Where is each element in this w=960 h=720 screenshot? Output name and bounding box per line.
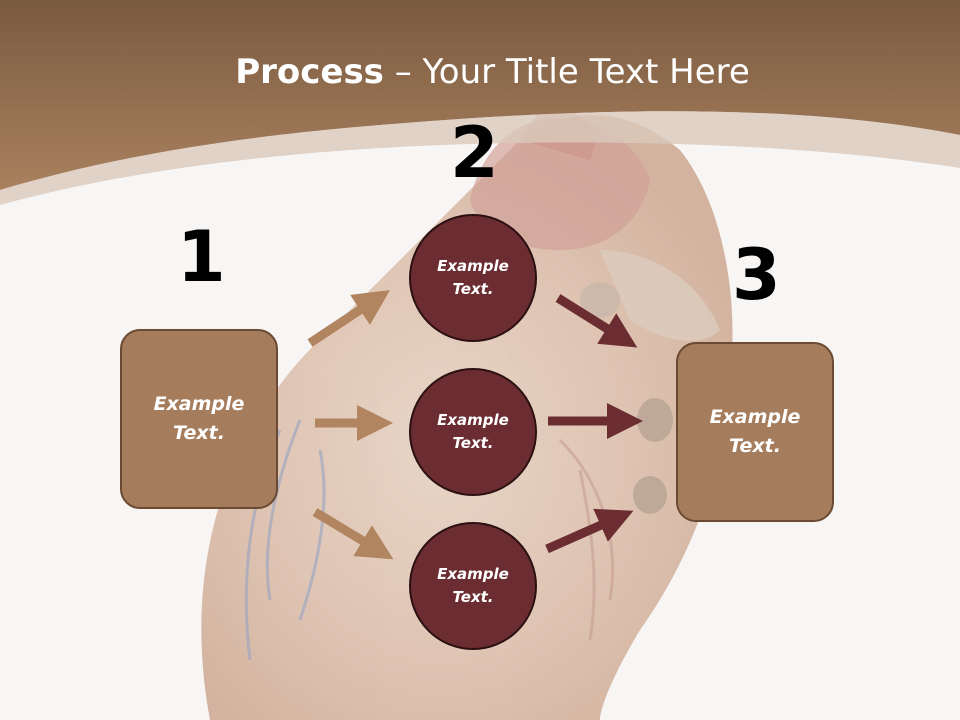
circle-3-label: Example Text. (437, 565, 509, 606)
step-number-3: 3 (732, 234, 781, 316)
title-rest: – Your Title Text Here (383, 52, 750, 92)
left-box-label: Example Text. (153, 393, 245, 444)
step-number-1: 1 (177, 216, 226, 298)
left-box: Example Text. (120, 329, 278, 509)
circle-3: Example Text. (409, 522, 537, 650)
step-number-2: 2 (450, 112, 499, 194)
right-box: Example Text. (676, 342, 834, 522)
slide-title: Process – Your Title Text Here (0, 52, 960, 92)
arrow-to-circle-1 (307, 290, 391, 347)
circle-1-label: Example Text. (437, 257, 509, 298)
header-band (0, 0, 960, 190)
circle-1: Example Text. (409, 214, 537, 342)
circle-2: Example Text. (409, 368, 537, 496)
right-box-label: Example Text. (709, 406, 801, 457)
circle-2-label: Example Text. (437, 411, 509, 452)
header-swoosh (0, 111, 960, 205)
arrow-to-circle-3 (312, 508, 394, 560)
title-bold: Process (235, 52, 384, 92)
arrow-from-circle-3 (545, 508, 634, 554)
arrow-from-circle-1 (555, 294, 638, 348)
